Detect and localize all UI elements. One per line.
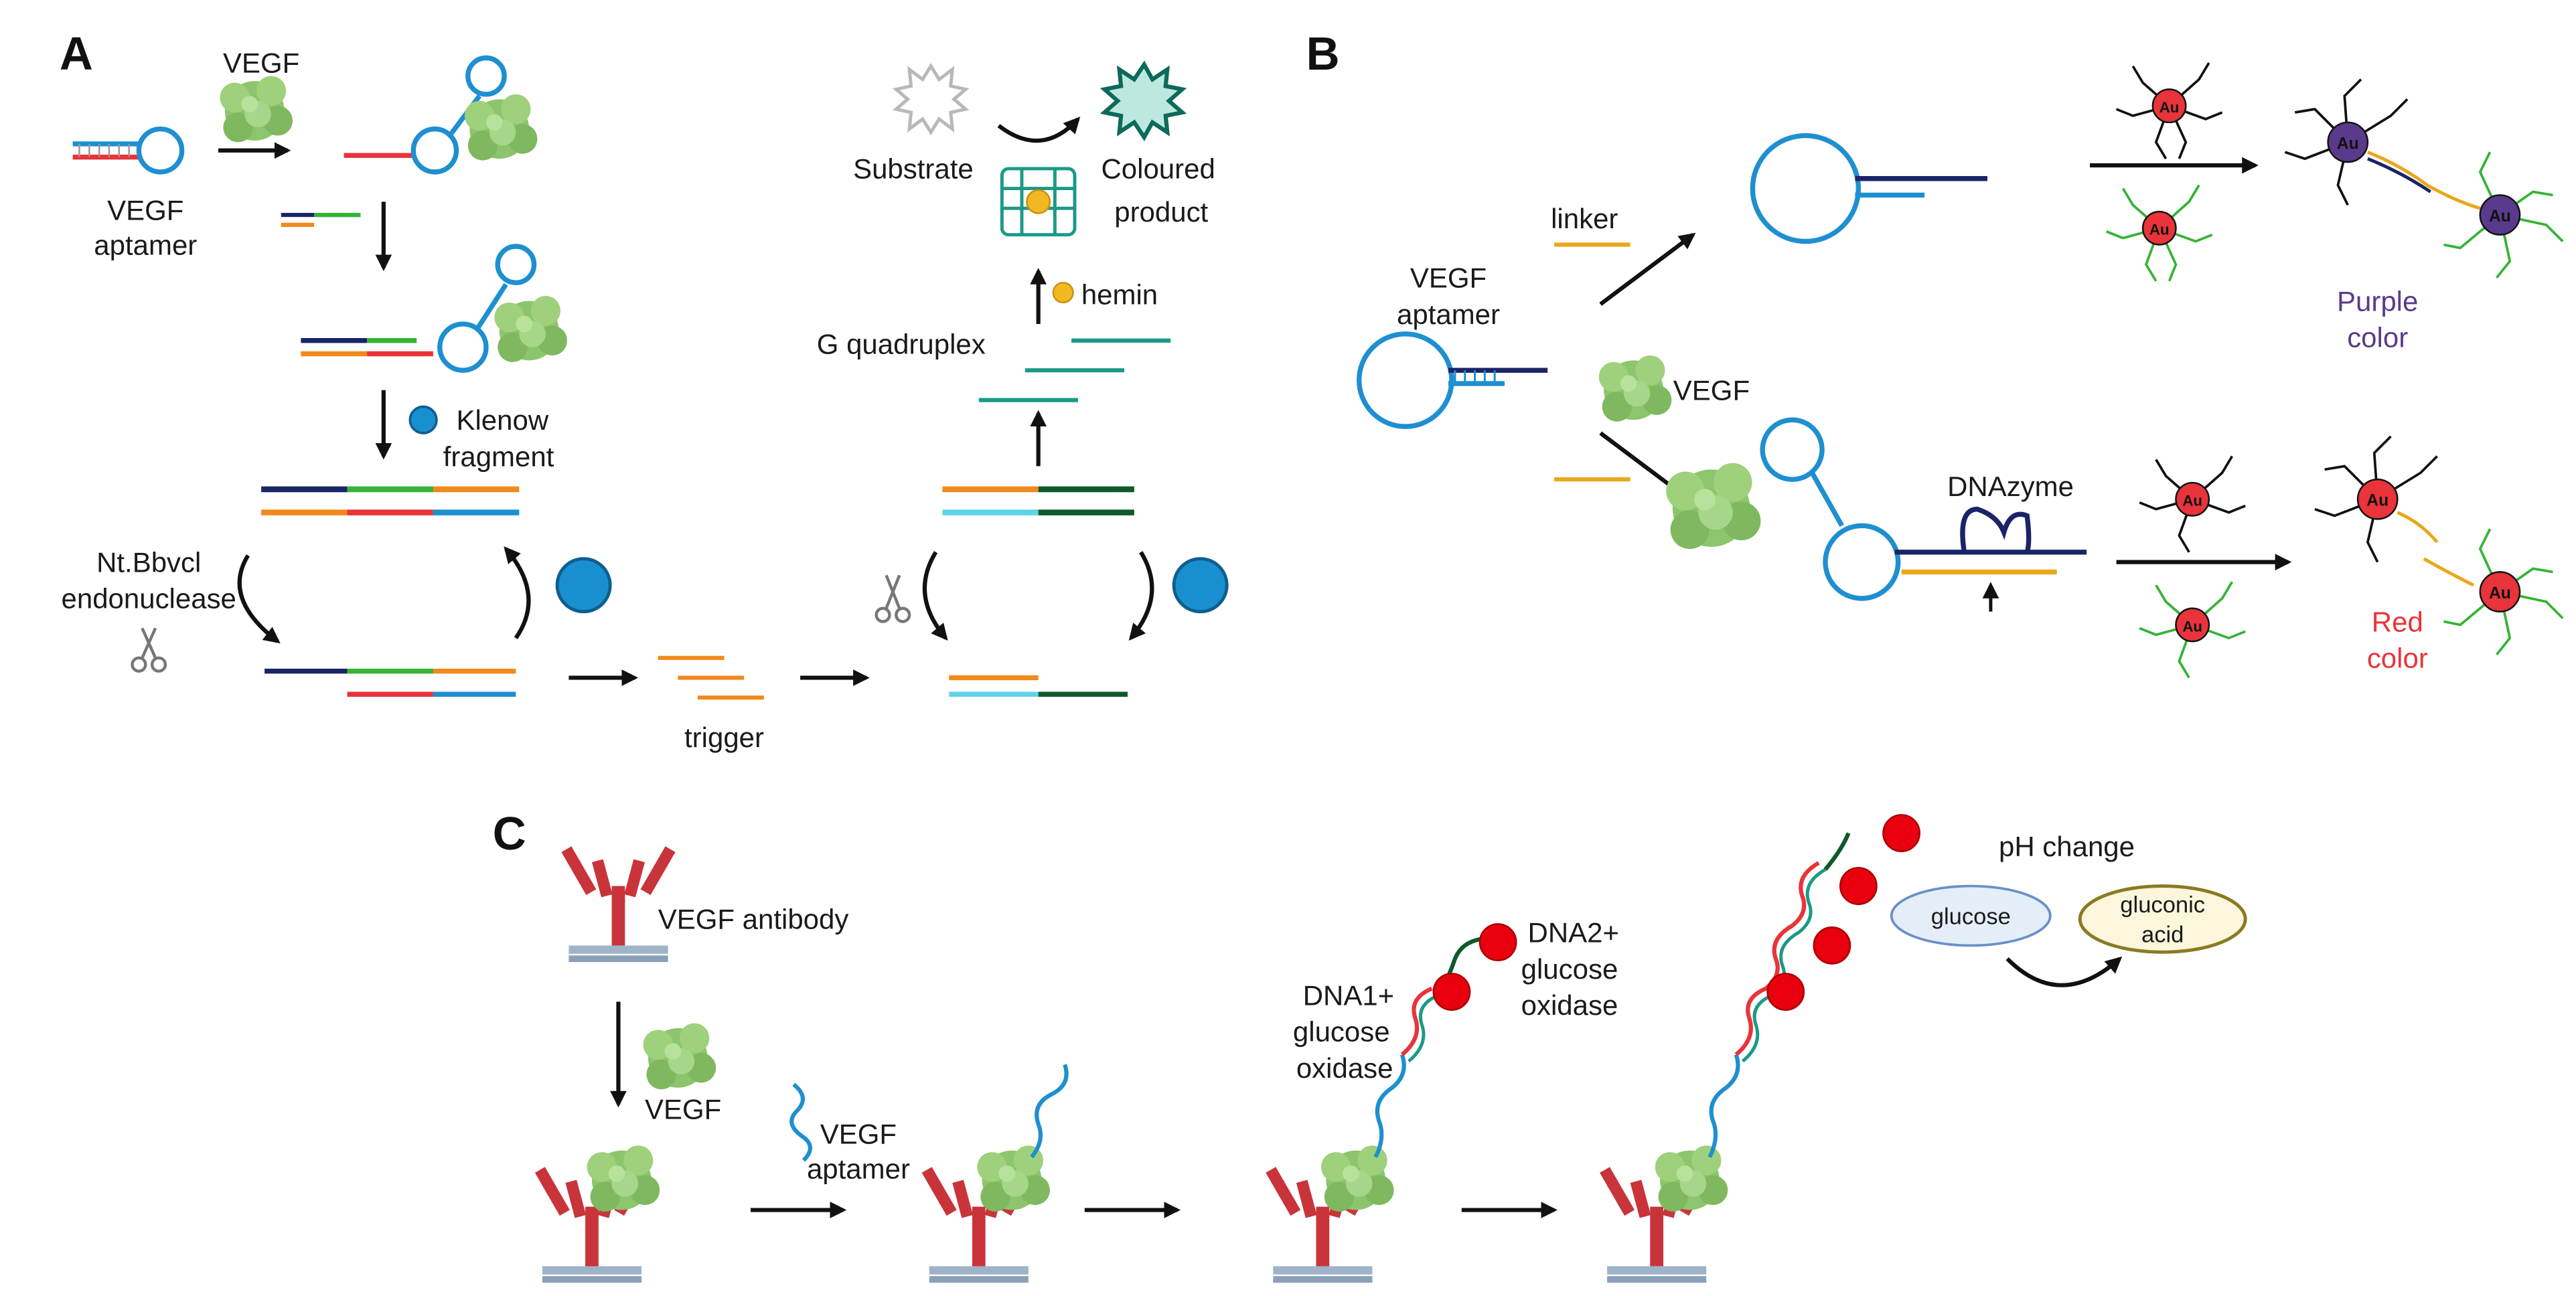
c-glucose-label: glucose (1931, 904, 2011, 929)
a-released-strand (281, 212, 361, 227)
b-purple-label-2: color (2347, 322, 2408, 353)
c-antibody-vegf (534, 1145, 660, 1283)
a-hybrid-complex (301, 244, 567, 373)
c-gluconic-ellipse (2078, 884, 2247, 954)
c-dna2-label-1: DNA2+ (1528, 917, 1619, 949)
b-aptamer-linker (1750, 133, 1987, 244)
a-nicked-duplex (264, 668, 516, 697)
au-label: Au (2149, 222, 2170, 238)
a-hemin-label: hemin (1081, 278, 1158, 310)
b-dnazyme-label: DNAzyme (1947, 471, 2074, 502)
c-gluconic-label-2: acid (2141, 922, 2184, 948)
a-substrate-label: Substrate (853, 153, 974, 185)
a-trigger-label: trigger (684, 722, 764, 753)
panel-label-b: B (1306, 27, 1340, 80)
c-antibody-label: VEGF antibody (658, 904, 849, 935)
au-label: Au (2366, 492, 2389, 510)
c-dna1-label-3: oxidase (1296, 1052, 1393, 1084)
au-label: Au (2182, 618, 2202, 635)
b-red-label-1: Red (2372, 606, 2423, 637)
c-hybrid-1 (1266, 923, 1517, 1283)
c-dna1-label-1: DNA1+ (1303, 979, 1394, 1011)
a-nt-label-1: Nt.Bbvcl (96, 546, 201, 578)
b-dispersed-red: Au Au (2314, 435, 2564, 656)
a-cycle-arrow-4 (1128, 551, 1154, 641)
b-red-label-2: color (2367, 643, 2428, 674)
a-cycle-arrow-left (237, 554, 281, 644)
c-vegf-label: VEGF (645, 1094, 721, 1125)
b-aptamer-vegf-bound (1666, 417, 2087, 612)
a-scissors-icon (131, 627, 167, 673)
a-extended-duplex (261, 486, 520, 515)
a-aptamer-label-1: VEGF (107, 194, 183, 226)
a-aptamer-bound (344, 55, 538, 175)
c-ph-label: pH change (1999, 831, 2135, 862)
b-aptamer-label-2: aptamer (1397, 299, 1500, 330)
a-trigger-strands (658, 655, 764, 700)
a-klenow-dot (408, 405, 438, 434)
b-au-green-2: Au (2139, 581, 2246, 679)
c-glucose-ellipse (1890, 884, 2052, 947)
a-amplified-duplex (942, 486, 1134, 515)
a-klenow-label-1: Klenow (456, 404, 548, 436)
a-cycle-arrow-3 (922, 551, 948, 641)
a-klenow-big (555, 557, 612, 614)
a-vegf-label: VEGF (223, 48, 299, 79)
c-arrow-ph (2005, 956, 2123, 987)
b-purple-label-1: Purple (2337, 285, 2418, 317)
b-arrow-up (1599, 232, 1696, 306)
c-dna2-label-3: oxidase (1521, 989, 1618, 1021)
a-klenow-big-2 (1172, 557, 1229, 614)
b-vegf-label: VEGF (1673, 375, 1750, 406)
a-g-quadruplex (1000, 167, 1077, 237)
au-label: Au (2489, 208, 2511, 226)
a-coloured-label-1: Coloured (1101, 153, 1215, 185)
b-linker-label: linker (1551, 203, 1618, 234)
b-au-black-2: Au (2139, 455, 2246, 553)
au-label: Au (2182, 493, 2202, 509)
c-sandwich (921, 1064, 1069, 1283)
a-vegf-aptamer (72, 126, 185, 175)
a-cycle-arrow-right (504, 546, 531, 639)
b-aggregate-purple: Au Au (2284, 78, 2564, 279)
c-hybrid-chain (1600, 814, 1920, 1283)
a-aptamer-label-2: aptamer (94, 229, 197, 260)
a-product-star (1100, 60, 1187, 141)
a-substrate-star (892, 63, 970, 136)
b-au-black-1: Au (2115, 62, 2223, 160)
a-arrow-color (997, 116, 1081, 143)
panel-label-a: A (60, 27, 93, 80)
c-free-aptamer (789, 1082, 812, 1162)
au-label: Au (2489, 584, 2511, 602)
a-hemin-bound (1026, 189, 1051, 214)
a-gquad-label: G quadruplex (817, 328, 986, 359)
c-vegf-protein (643, 1023, 716, 1090)
b-vegf-aptamer (1356, 331, 1548, 429)
b-aptamer-label-1: VEGF (1410, 262, 1487, 294)
a-vegf-protein (220, 76, 293, 143)
au-label: Au (2337, 135, 2359, 153)
au-label: Au (2160, 99, 2180, 116)
c-dna1-label-2: glucose (1293, 1016, 1390, 1048)
a-klenow-label-2: fragment (443, 440, 554, 472)
a-scissors-icon-2 (875, 574, 911, 623)
b-vegf-protein (1598, 355, 1672, 422)
a-coloured-label-2: product (1114, 196, 1208, 228)
a-nt-label-2: endonuclease (62, 583, 236, 615)
c-aptamer-label-2: aptamer (807, 1153, 910, 1185)
a-hemin-dot (1052, 282, 1074, 304)
c-dna2-label-2: glucose (1521, 953, 1618, 985)
c-gluconic-label-1: gluconic (2120, 892, 2205, 918)
c-aptamer-label-1: VEGF (820, 1119, 897, 1150)
a-g-strands (978, 338, 1171, 402)
b-au-green-1: Au (2106, 184, 2213, 282)
a-trigger-template (949, 675, 1128, 697)
panel-label-c: C (493, 807, 526, 860)
